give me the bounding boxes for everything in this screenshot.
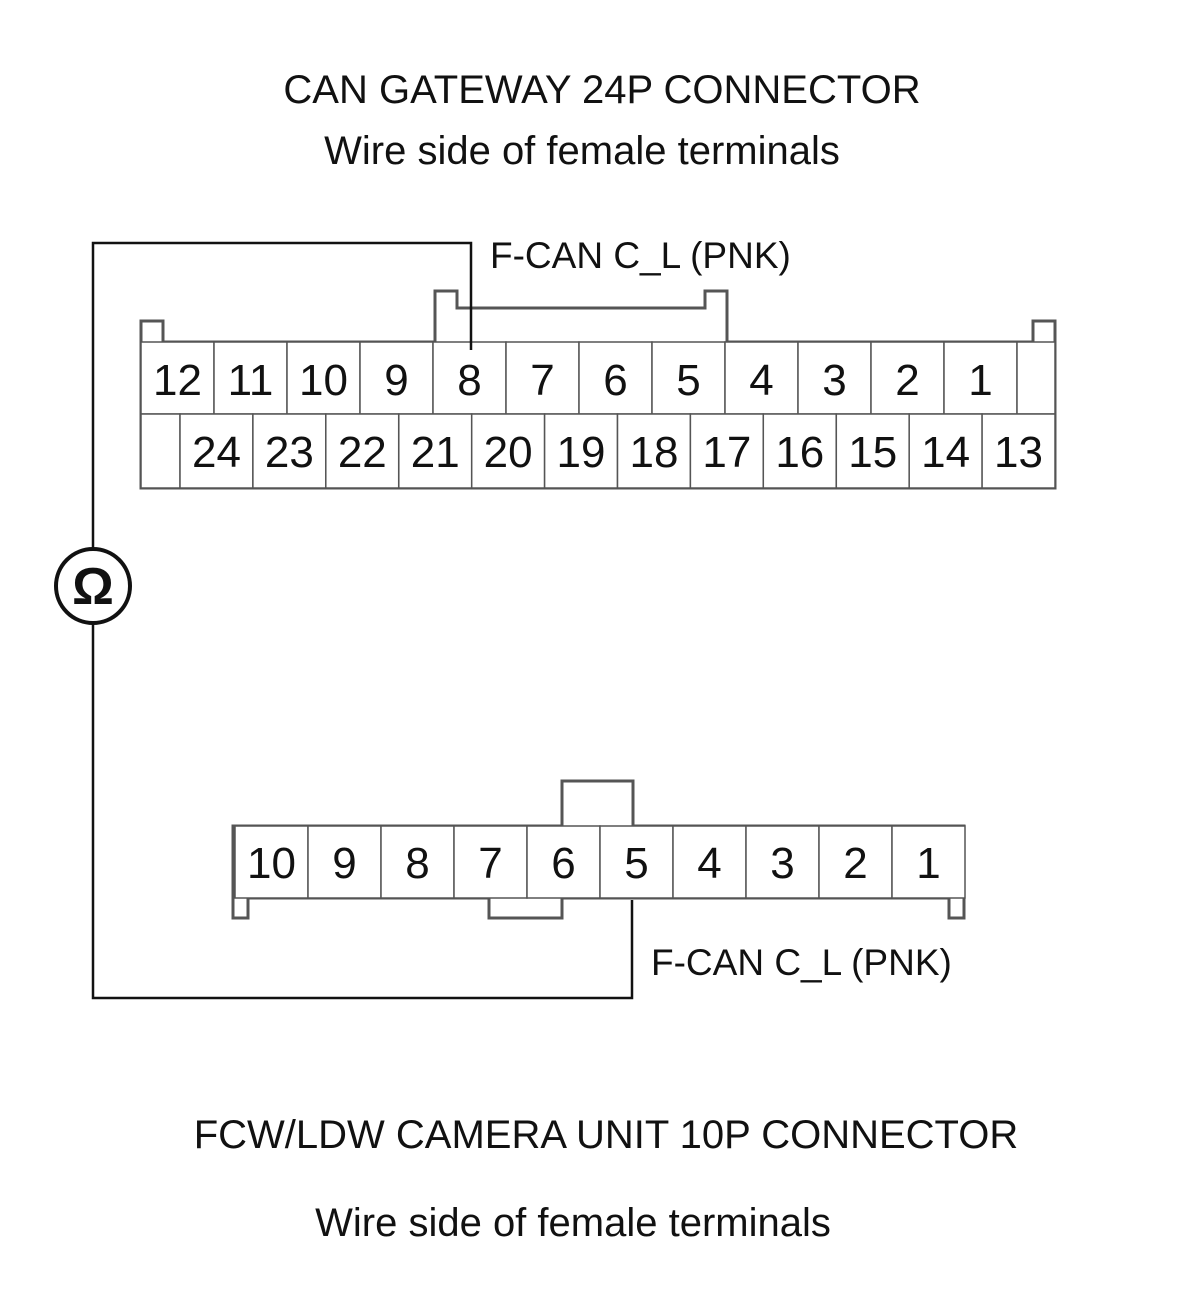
terminal-cell [179, 413, 254, 489]
terminal-number: 6 [551, 839, 575, 888]
terminal-number: 23 [265, 428, 314, 477]
terminal-number: 4 [697, 839, 721, 888]
terminal-number: 15 [848, 428, 897, 477]
top-wire-label: F-CAN C_L (PNK) [490, 235, 791, 276]
terminal-cell [505, 341, 580, 415]
terminal-cell [689, 413, 765, 489]
terminal-number: 14 [921, 428, 970, 477]
terminal-cell [252, 413, 327, 489]
terminal-cell [762, 413, 837, 489]
terminal-number: 16 [775, 428, 824, 477]
top-connector-title: CAN GATEWAY 24P CONNECTOR [283, 68, 920, 112]
bottom-connector-subtitle: Wire side of female terminals [315, 1201, 831, 1245]
terminal-number: 2 [843, 839, 867, 888]
terminal-number: 24 [192, 428, 241, 477]
bottom-connector-title: FCW/LDW CAMERA UNIT 10P CONNECTOR [194, 1113, 1019, 1157]
terminal-number: 8 [457, 356, 481, 405]
terminal-number: 10 [247, 839, 296, 888]
terminal-cell [307, 825, 382, 899]
terminal-number: 18 [630, 428, 679, 477]
terminal-number: 6 [603, 356, 627, 405]
ohmmeter-icon: Ω [54, 547, 132, 625]
terminal-number: 3 [822, 356, 846, 405]
terminal-number: 22 [338, 428, 387, 477]
terminal-number: 17 [702, 428, 751, 477]
terminal-number: 1 [916, 839, 940, 888]
terminal-number: 1 [968, 356, 992, 405]
terminal-cell [797, 341, 872, 415]
terminal-cell [380, 825, 455, 899]
terminal-cell [870, 341, 945, 415]
terminal-number: 7 [478, 839, 502, 888]
terminal-cell [724, 341, 799, 415]
ohm-symbol: Ω [72, 558, 114, 616]
terminal-number: 9 [332, 839, 356, 888]
bottom-wire-label: F-CAN C_L (PNK) [651, 942, 952, 983]
terminal-number: 10 [299, 356, 348, 405]
terminal-cell [908, 413, 983, 489]
terminal-cell [616, 413, 692, 489]
terminal-number: 11 [228, 356, 274, 405]
terminal-number: 5 [624, 839, 648, 888]
connector-24p-row-2: 24 23 22 21 20 19 18 17 16 15 14 13 [140, 413, 1056, 489]
terminal-number: 5 [676, 356, 700, 405]
terminal-number: 8 [405, 839, 429, 888]
connector-24p-outline [139, 289, 1057, 490]
terminal-cell [470, 413, 546, 489]
terminal-cell [398, 413, 473, 489]
terminal-number: 12 [153, 356, 202, 405]
terminal-cell [599, 825, 674, 899]
terminal-cell [745, 825, 820, 899]
terminal-number: 19 [557, 428, 606, 477]
terminal-number: 4 [749, 356, 773, 405]
terminal-number: 2 [895, 356, 919, 405]
terminal-cell [672, 825, 747, 899]
terminal-number: 7 [530, 356, 554, 405]
top-connector-subtitle: Wire side of female terminals [324, 129, 840, 173]
terminal-cell [213, 341, 288, 415]
terminal-number: 20 [484, 428, 533, 477]
meter-probe-wire [91, 241, 634, 1000]
terminal-number: 13 [994, 428, 1043, 477]
terminal-number: 9 [384, 356, 408, 405]
blank-cell [140, 413, 181, 489]
terminal-cell [981, 413, 1056, 489]
terminal-cell [543, 413, 619, 489]
terminal-number: 21 [411, 428, 460, 477]
blank-cell [1016, 341, 1056, 415]
terminal-cell [818, 825, 893, 899]
terminal-cell [325, 413, 400, 489]
terminal-cell [891, 825, 966, 899]
terminal-number: 3 [770, 839, 794, 888]
